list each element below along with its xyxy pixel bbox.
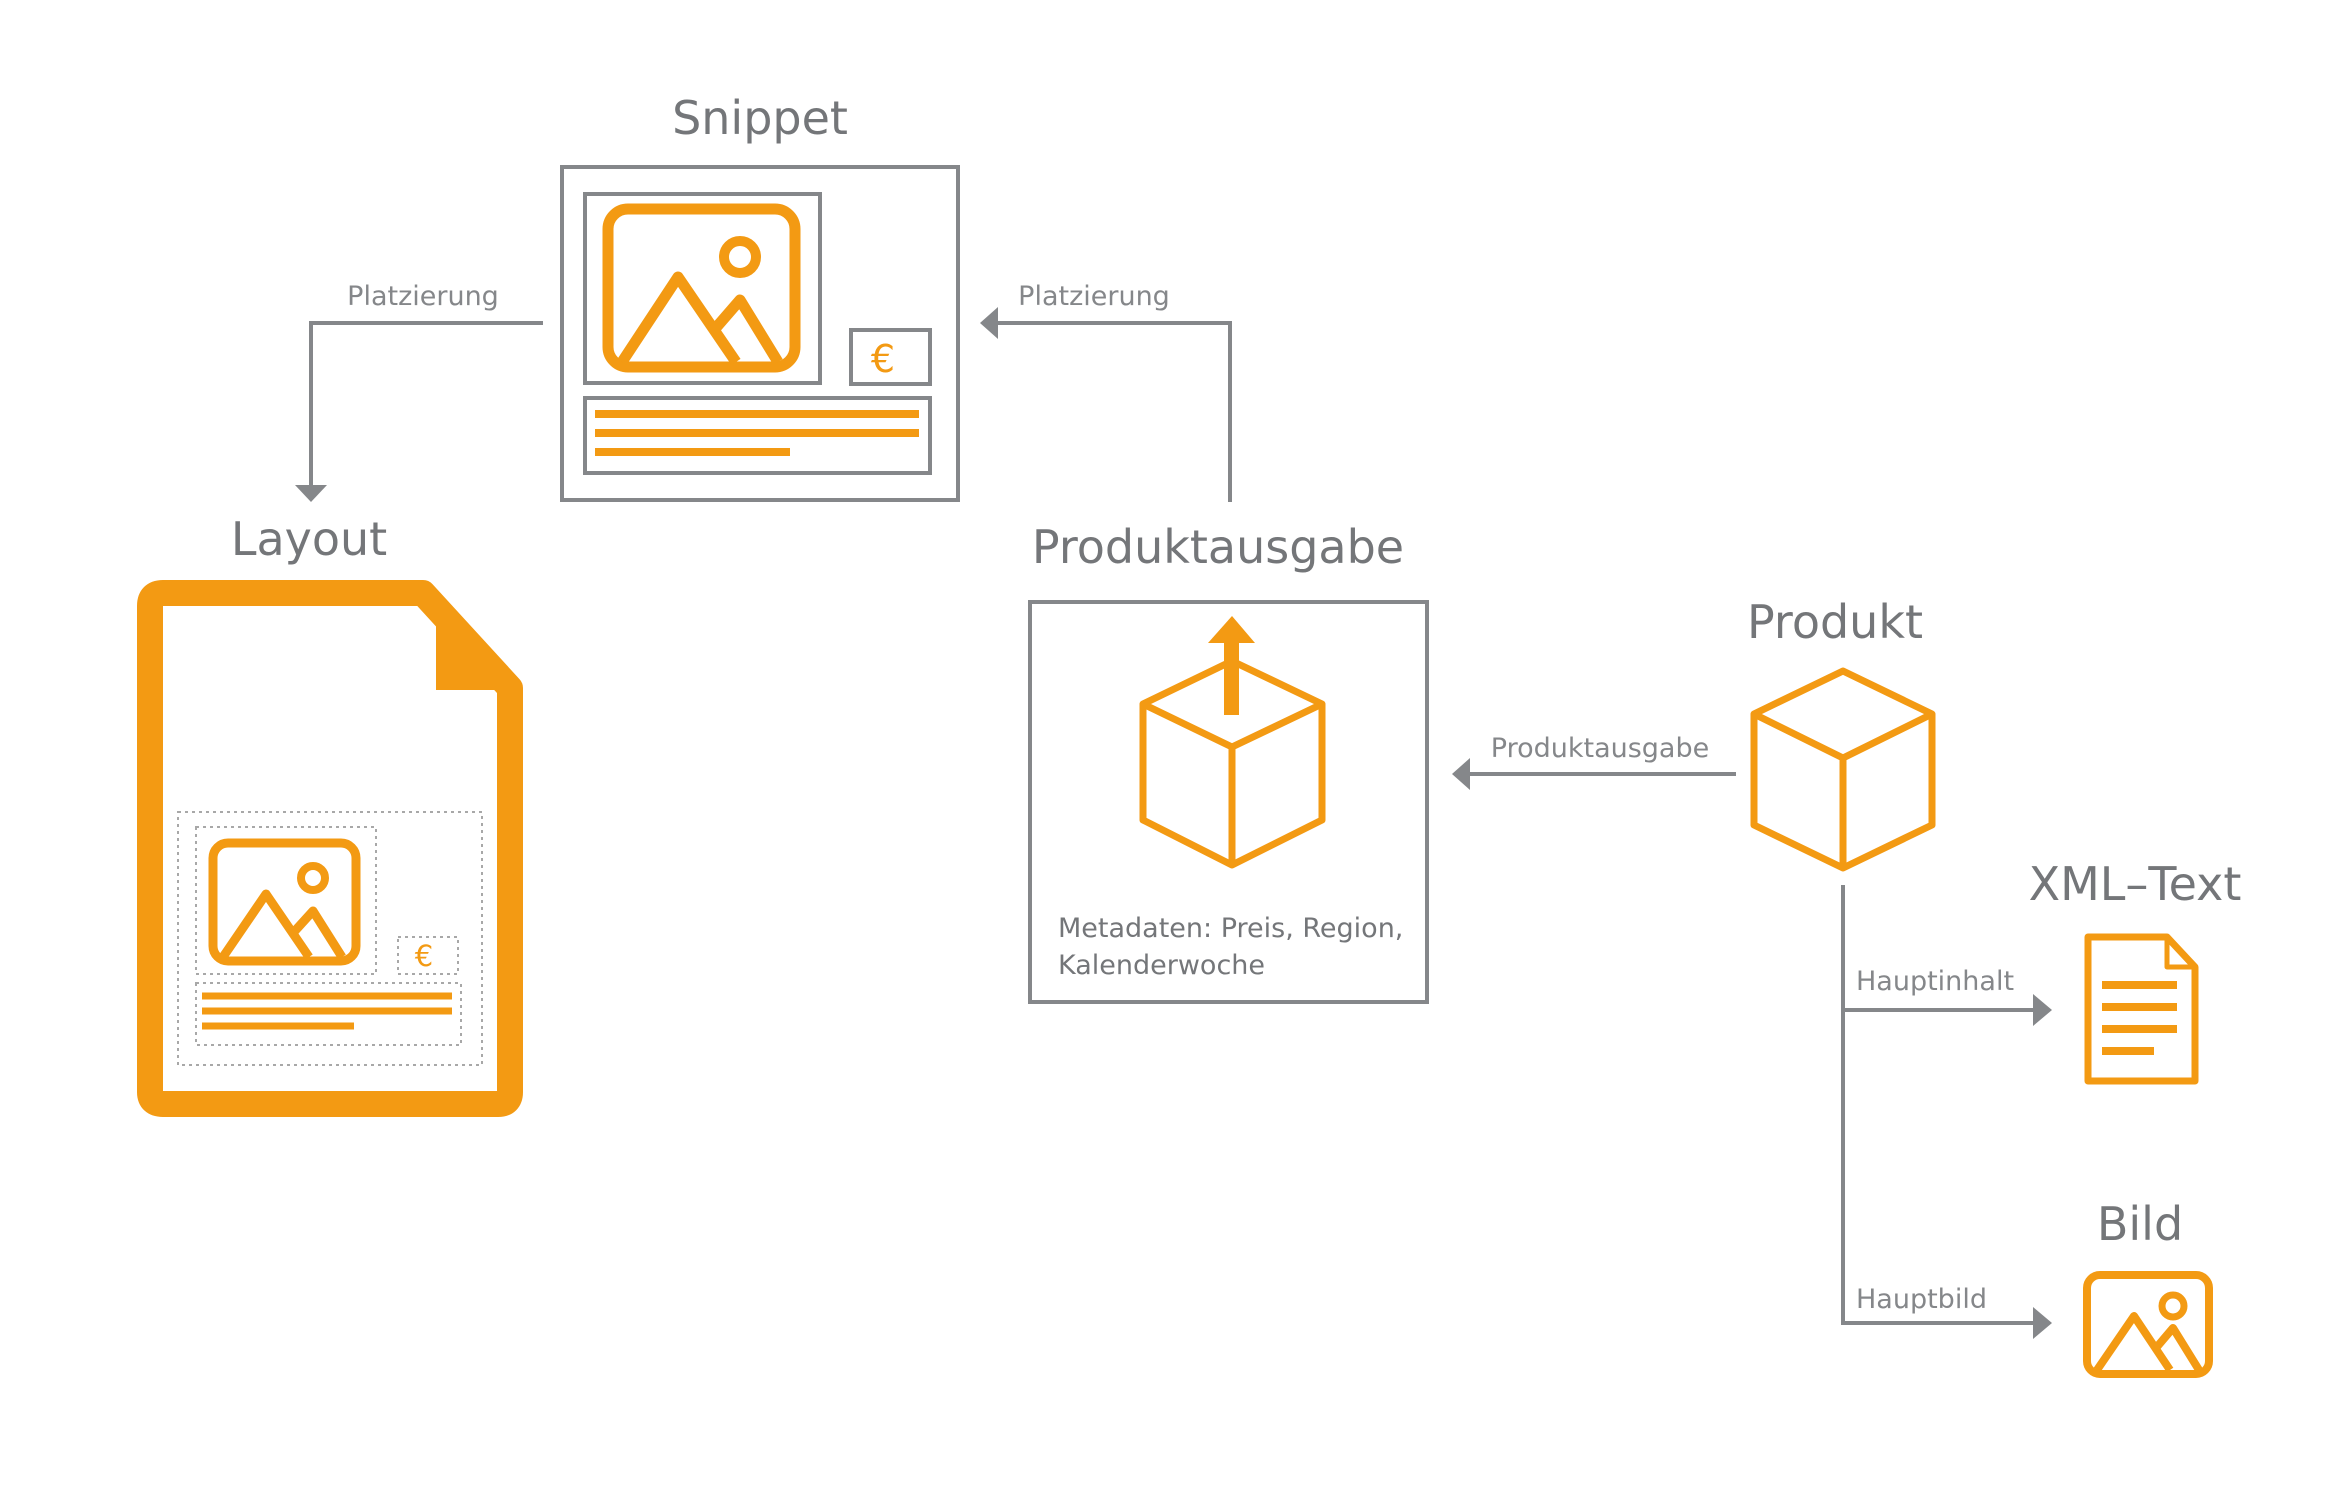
produktausgabe-frame [1028,600,1429,1004]
arrow-right-icon [2033,1307,2052,1339]
xml-text-node: XML–Text [2029,857,2242,1085]
snippet-price-frame [849,328,932,386]
edge-produktausgabe-to-snippet: Platzierung [980,281,1232,502]
layout-text-placement-frame [195,982,462,1046]
image-icon [602,203,801,373]
text-lines-icon [202,992,452,1030]
box-export-icon [1139,616,1326,869]
layout-title: Layout [231,512,387,566]
edge-label-platzierung-right: Platzierung [1018,281,1170,312]
arrow-down-icon [295,485,327,502]
produkt-title: Produkt [1747,595,1923,649]
produkt-node: Produkt [1747,595,1936,872]
snippet-frame [560,165,960,502]
edge-snippet-to-layout: Platzierung [295,281,543,502]
edge-produkt-to-xml: Hauptinhalt [1843,966,2052,1026]
snippet-image-frame [583,192,822,385]
bild-node: Bild [2083,1197,2213,1378]
xml-text-title: XML–Text [2029,857,2242,911]
produktausgabe-node: Produktausgabe Metadaten: Preis, Region,… [1028,520,1429,1004]
euro-icon: € [415,939,433,973]
layout-node: Layout € [137,512,523,1117]
arrow-left-icon [980,307,998,339]
produktausgabe-metadata-line2: Kalenderwoche [1058,950,1265,981]
edge-label-produktausgabe: Produktausgabe [1491,733,1709,764]
layout-image-placement-frame [195,826,377,975]
edge-label-platzierung-left: Platzierung [347,281,499,312]
layout-snippet-placement-frame [177,811,483,1066]
arrow-left-icon [1452,758,1470,790]
euro-icon: € [871,337,895,381]
edge-produkt-to-bild: Hauptbild [1843,1284,2052,1339]
snippet-title: Snippet [672,91,848,145]
edge-label-hauptinhalt: Hauptinhalt [1856,966,2014,997]
document-page-icon [137,580,523,1117]
produktausgabe-title: Produktausgabe [1032,520,1404,574]
layout-price-placement-frame [397,936,459,975]
cube-icon [1750,667,1936,872]
edge-label-hauptbild: Hauptbild [1856,1284,1987,1315]
bild-title: Bild [2097,1197,2183,1251]
edge-produkt-to-produktausgabe: Produktausgabe [1452,733,1736,790]
snippet-text-frame [583,396,932,475]
image-icon [208,838,361,966]
arrow-right-icon [2033,994,2052,1026]
text-document-icon [2084,933,2199,1085]
image-icon [2083,1271,2213,1378]
text-lines-icon [595,410,919,456]
snippet-node: Snippet € [560,91,960,502]
produktausgabe-metadata-line1: Metadaten: Preis, Region, [1058,913,1403,944]
